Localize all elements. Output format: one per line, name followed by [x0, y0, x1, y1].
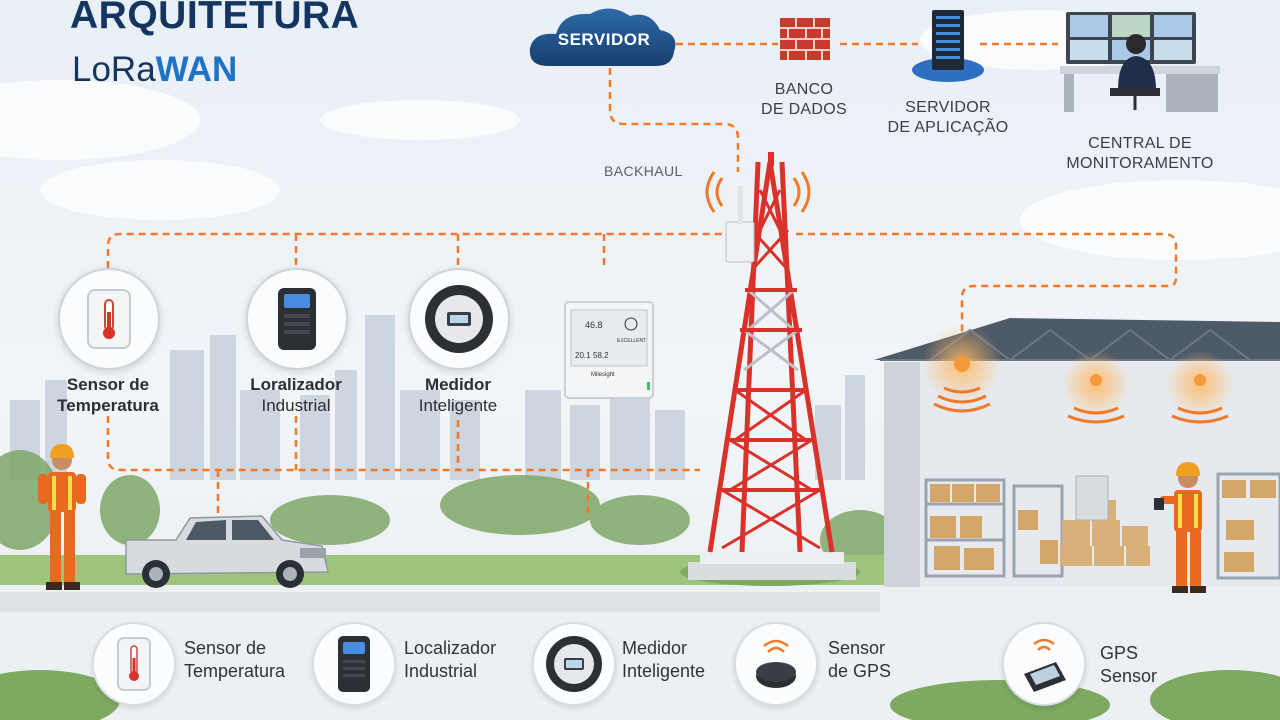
gps-puck-icon	[756, 639, 796, 688]
device-label-tracker: Loralizador Industrial	[234, 374, 358, 416]
legend-tracker-line1: Localizador	[404, 638, 497, 658]
device-temperature-sensor	[58, 268, 160, 370]
device-smart-meter	[408, 268, 510, 370]
device-label-meter-line1: Medidor	[424, 375, 492, 394]
legend-meter-line2: Inteligente	[622, 661, 706, 681]
legend-gps-circle	[734, 622, 818, 706]
legend-temperature-circle	[92, 622, 176, 706]
display-reading-2: 20.1	[575, 351, 591, 360]
monitoring-label-line2: MONITORAMENTO	[1066, 155, 1214, 172]
thermometer-icon	[117, 637, 151, 691]
worker-left-icon	[38, 444, 86, 590]
subtitle-prefix: LoRa	[72, 50, 156, 89]
legend-tracker-line2: Industrial	[404, 661, 478, 681]
sky-clouds	[0, 10, 1280, 260]
tracker-icon	[338, 636, 370, 692]
tracker-icon	[278, 288, 316, 350]
city-skyline	[10, 315, 865, 480]
legend-meter-circle	[532, 622, 616, 706]
legend-label-tracker: Localizador Industrial	[404, 637, 496, 683]
cloud-server-icon	[529, 8, 676, 66]
page-title: ARQUITETURA	[70, 0, 360, 37]
signal-waves-icon	[705, 171, 811, 213]
lorawan-gateway-tower	[688, 152, 856, 580]
meter-icon	[546, 636, 602, 692]
app-server-icon	[912, 10, 984, 82]
pickup-truck-icon	[125, 515, 329, 588]
legend-gps-line1: Sensor	[828, 638, 886, 658]
app-server-label-line2: DE APLICAÇÃO	[887, 119, 1009, 136]
app-server-label-line1: SERVIDOR	[905, 99, 991, 116]
backhaul-label: BACKHAUL	[604, 163, 683, 179]
display-sensor-icon: 46.8 20.1 58.2 EXCELLENT Milesight	[564, 301, 654, 399]
legend-temperature-line2: Temperatura	[184, 661, 286, 681]
monitoring-center-label: CENTRAL DE MONITORAMENTO	[1050, 134, 1230, 174]
display-reading-1: 46.8	[585, 320, 603, 330]
display-reading-3: 58.2	[593, 351, 609, 360]
worker-right-icon	[1154, 462, 1206, 593]
monitoring-center-icon	[1060, 12, 1220, 112]
legend-temperature-line1: Sensor de	[184, 638, 267, 658]
legend-meter-line1: Medidor	[622, 638, 688, 658]
database-label-line1: BANCO	[774, 81, 834, 98]
warehouse-lights	[922, 324, 1234, 424]
legend-gps-sensor-line1: GPS	[1100, 643, 1139, 663]
display-status: EXCELLENT	[617, 338, 646, 344]
legend-gps-sensor-circle	[1002, 622, 1086, 706]
warehouse-shelves	[924, 472, 1280, 580]
legend-gps-line2: de GPS	[828, 661, 892, 681]
display-brand: Milesight	[591, 372, 615, 378]
device-label-tracker-line1: Loralizador	[250, 375, 342, 394]
legend-gps-sensor-line2: Sensor	[1100, 666, 1158, 686]
legend-label-gps: Sensor de GPS	[828, 637, 891, 683]
device-label-temperature: Sensor de Temperatura	[40, 374, 176, 416]
thermometer-icon	[87, 289, 131, 349]
gps-device-icon	[1024, 638, 1066, 692]
legend-label-temperature: Sensor de Temperatura	[184, 637, 285, 683]
device-label-tracker-line2: Industrial	[261, 396, 331, 415]
device-industrial-tracker	[246, 268, 348, 370]
database-icon	[780, 18, 830, 60]
backhaul-links	[608, 42, 1058, 172]
device-label-temperature-line1: Sensor de	[66, 375, 150, 394]
monitoring-label-line1: CENTRAL DE	[1088, 135, 1192, 152]
database-label-line2: DE DADOS	[761, 101, 847, 118]
subtitle-accent: WAN	[155, 50, 238, 89]
meter-icon	[425, 285, 493, 353]
legend-label-gps-sensor: GPS Sensor	[1100, 642, 1157, 688]
device-label-meter: Medidor Inteligente	[398, 374, 518, 416]
legend-label-meter: Medidor Inteligente	[622, 637, 705, 683]
app-server-label: SERVIDOR DE APLICAÇÃO	[876, 98, 1020, 138]
page-subtitle: LoRaWAN	[72, 50, 237, 90]
cloud-server-label: SERVIDOR	[557, 30, 651, 49]
device-links	[106, 232, 1178, 520]
database-label: BANCO DE DADOS	[744, 80, 864, 120]
warehouse	[874, 318, 1280, 587]
device-label-meter-line2: Inteligente	[418, 396, 498, 415]
device-label-temperature-line2: Temperatura	[57, 396, 159, 415]
legend-tracker-circle	[312, 622, 396, 706]
